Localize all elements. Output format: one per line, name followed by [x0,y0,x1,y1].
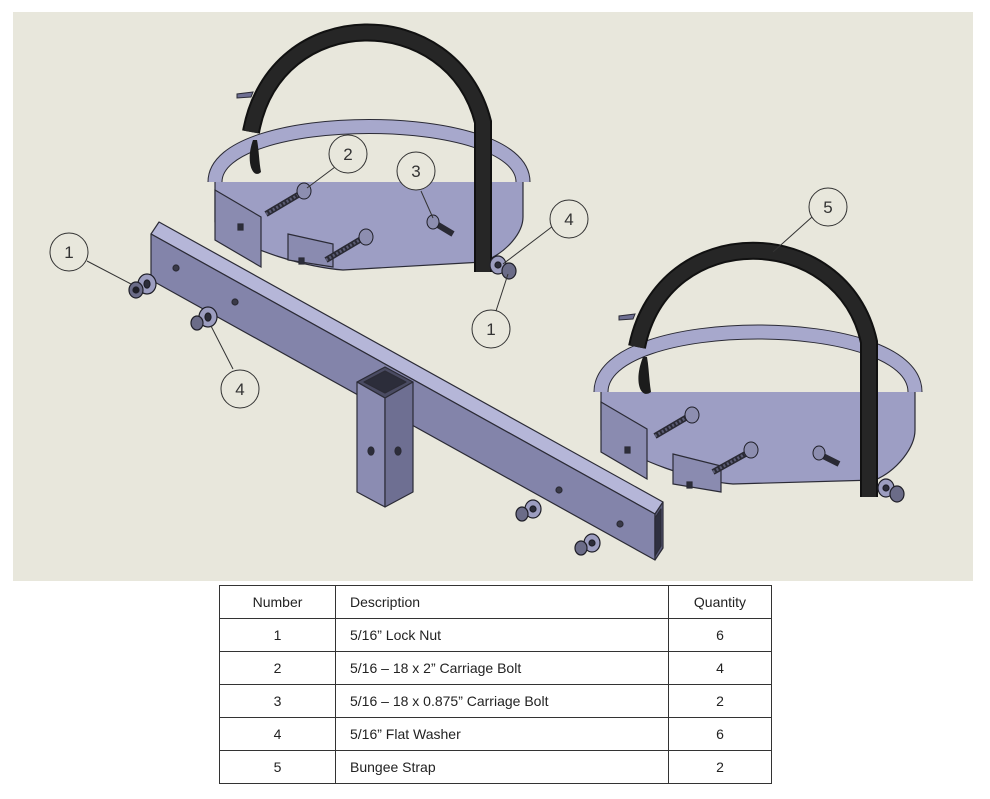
callout-4-right: 4 [502,199,589,265]
drawing-background [13,12,973,581]
table-row: 5 Bungee Strap 2 [219,750,772,784]
callout-label: 4 [564,210,573,229]
callout-3: 3 [396,151,436,219]
row-description: 5/16” Flat Washer [335,717,669,751]
header-description: Description [335,585,669,619]
upper-ring-clamp [207,119,531,271]
row-description: 5/16” Lock Nut [335,618,669,652]
lower-ring-clamp [593,324,923,493]
row-quantity: 2 [668,684,772,718]
table-header-row: Number Description Quantity [219,585,772,619]
header-quantity: Quantity [668,585,772,619]
callout-label: 2 [343,145,352,164]
callout-label: 1 [486,320,495,339]
nuts-and-washers [128,255,905,556]
header-number: Number [219,585,336,619]
callout-label: 3 [411,162,420,181]
callout-2: 2 [306,134,368,189]
row-number: 4 [219,717,336,751]
assembly-drawing: 1 2 3 4 1 4 5 [13,12,973,581]
callout-4-left: 4 [210,325,260,409]
callout-label: 1 [64,243,73,262]
row-quantity: 6 [668,717,772,751]
lower-bungee-strap [618,241,878,497]
table-row: 1 5/16” Lock Nut 6 [219,618,772,652]
carriage-bolts [264,182,841,475]
row-quantity: 4 [668,651,772,685]
row-description: 5/16 – 18 x 2” Carriage Bolt [335,651,669,685]
table-row: 2 5/16 – 18 x 2” Carriage Bolt 4 [219,651,772,685]
callout-label: 5 [823,198,832,217]
callout-label: 4 [235,380,244,399]
callout-5: 5 [772,187,848,253]
vertical-post [356,366,414,508]
row-quantity: 6 [668,618,772,652]
row-number: 3 [219,684,336,718]
row-quantity: 2 [668,750,772,784]
parts-table: Number Description Quantity 1 5/16” Lock… [219,585,772,784]
upper-bungee-strap [236,23,492,272]
row-description: 5/16 – 18 x 0.875” Carriage Bolt [335,684,669,718]
table-row: 4 5/16” Flat Washer 6 [219,717,772,751]
row-number: 5 [219,750,336,784]
callout-1-right: 1 [471,273,511,349]
callout-1-left: 1 [49,232,132,285]
row-description: Bungee Strap [335,750,669,784]
row-number: 2 [219,651,336,685]
table-row: 3 5/16 – 18 x 0.875” Carriage Bolt 2 [219,684,772,718]
row-number: 1 [219,618,336,652]
